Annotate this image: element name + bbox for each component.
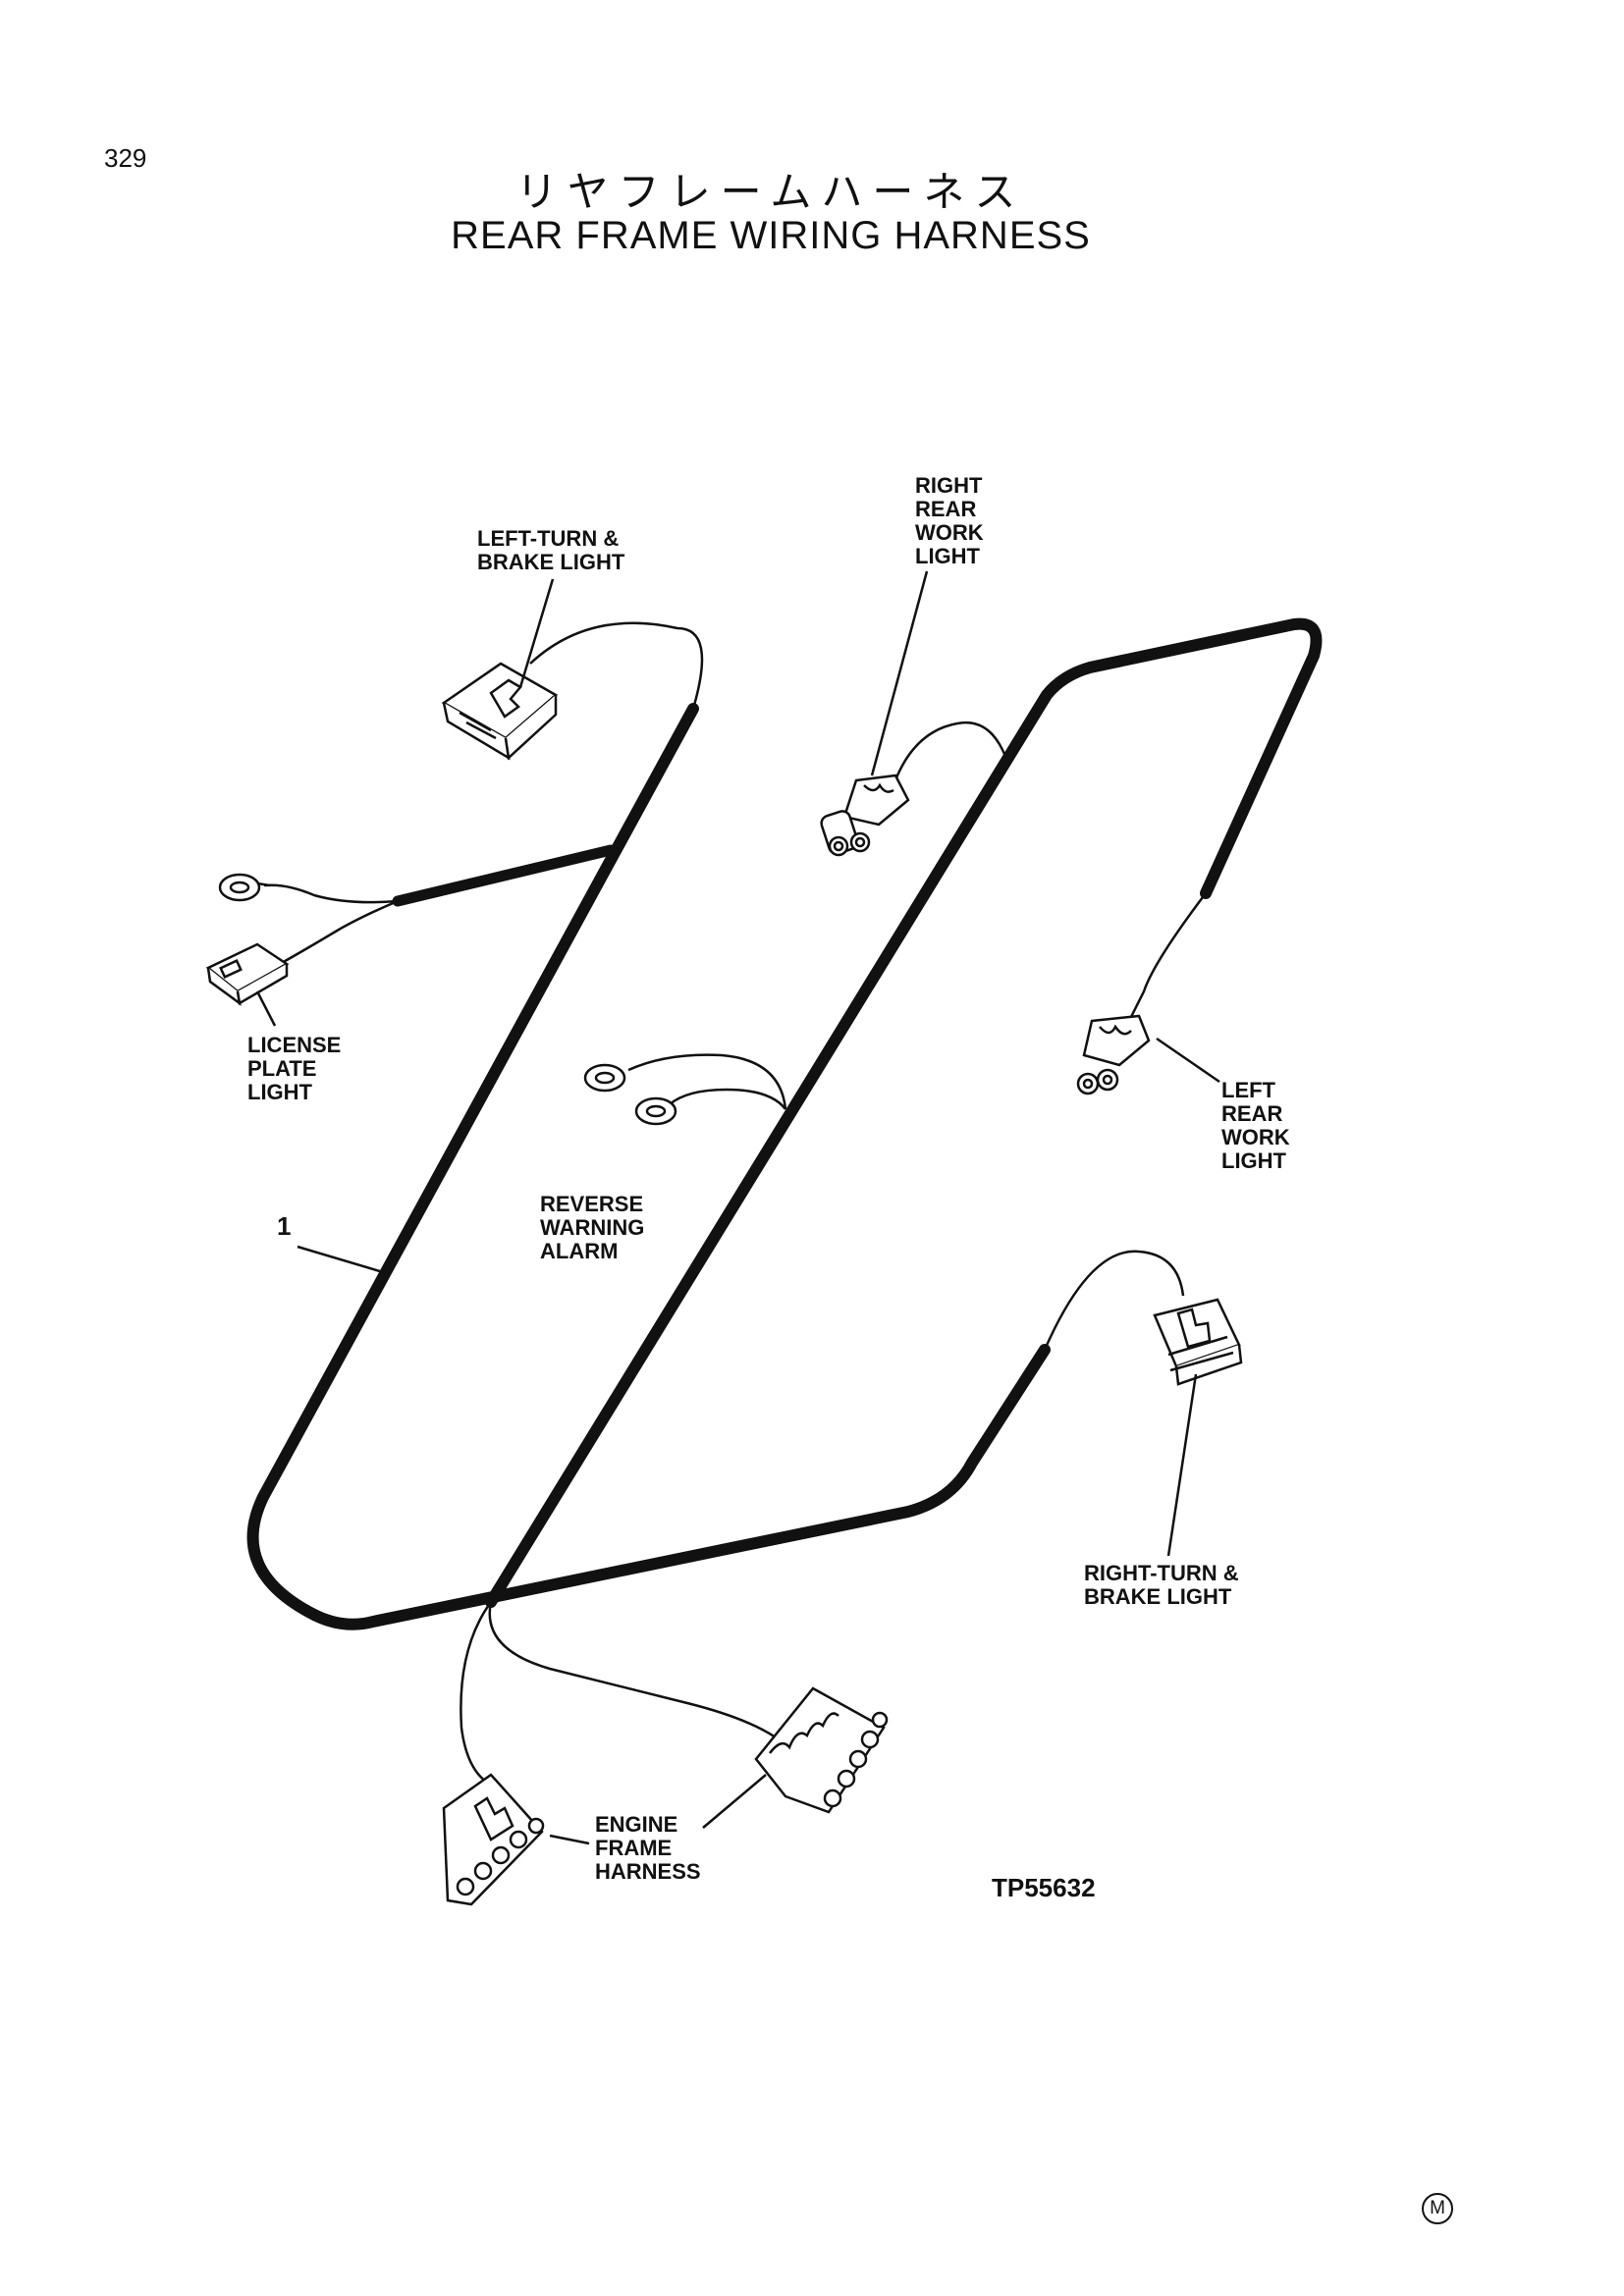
page-number: 329 bbox=[104, 143, 147, 173]
right-work-lead bbox=[892, 721, 1009, 786]
engine-frame-connector-b bbox=[754, 1686, 889, 1814]
ground-ring-terminal-icon bbox=[218, 873, 271, 902]
license-plate-light-connector bbox=[205, 942, 290, 1006]
leader-lines bbox=[255, 570, 1220, 1845]
label-right-rear-work-light: RIGHT REAR WORK LIGHT bbox=[915, 473, 990, 568]
label-engine-frame-harness: ENGINE FRAME HARNESS bbox=[595, 1812, 701, 1884]
engine-frame-connector-a bbox=[442, 1773, 545, 1906]
left-turn-brake-light-connector bbox=[441, 662, 559, 761]
main-harness-cable bbox=[246, 617, 1323, 1630]
label-license-plate-light: LICENSE PLATE LIGHT bbox=[247, 1033, 347, 1104]
label-left-turn-brake-light: LEFT-TURN & BRAKE LIGHT bbox=[477, 526, 625, 574]
engine-frame-leads bbox=[460, 1601, 777, 1783]
right-rear-work-light-connector bbox=[820, 774, 910, 857]
label-left-rear-work-light: LEFT REAR WORK LIGHT bbox=[1221, 1078, 1296, 1173]
title-english: REAR FRAME WIRING HARNESS bbox=[451, 214, 1091, 257]
corner-mark: M bbox=[1422, 2193, 1453, 2224]
figure-id: TP55632 bbox=[992, 1873, 1096, 1902]
label-reverse-warning-alarm: REVERSE WARNING ALARM bbox=[540, 1192, 650, 1263]
license-branch-cable bbox=[263, 844, 617, 966]
label-right-turn-brake-light: RIGHT-TURN & BRAKE LIGHT bbox=[1084, 1561, 1245, 1609]
reverse-alarm-terminals bbox=[583, 1063, 677, 1126]
right-turn-brake-light-connector bbox=[1153, 1298, 1243, 1386]
reverse-alarm-leads bbox=[627, 1053, 787, 1110]
left-rear-work-light-connector bbox=[1076, 1014, 1151, 1095]
left-turn-lead bbox=[529, 621, 704, 710]
right-turn-lead bbox=[1043, 1250, 1185, 1351]
title-japanese: リヤフレームハーネス bbox=[515, 168, 1026, 216]
part-reference-number: 1 bbox=[277, 1211, 291, 1241]
